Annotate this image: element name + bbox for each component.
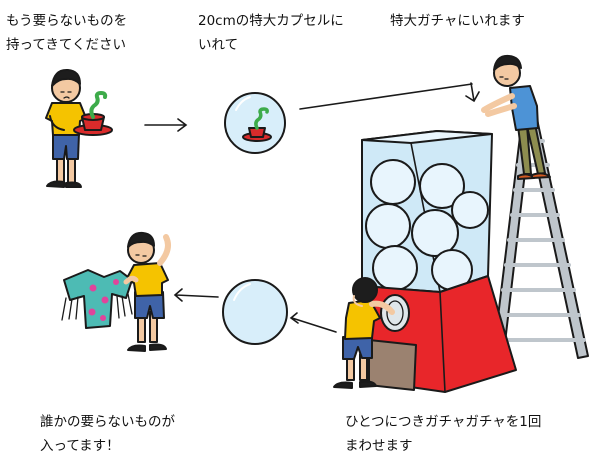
arrow-left-lower — [289, 312, 337, 333]
boy-with-garment — [61, 231, 171, 352]
caption-line: 特大ガチャにいれます — [390, 13, 525, 29]
caption-step-get-someone-item: 誰かの要らないものが 入ってます！ — [40, 410, 175, 458]
caption-step-put-in-capsule: 20cmの特大カプセルに いれて — [198, 9, 344, 57]
worker-on-ladder — [481, 54, 551, 180]
caption-line: まわせます — [345, 438, 413, 454]
boy-turning-handle — [333, 277, 395, 389]
caption-line: 入ってます！ — [40, 438, 120, 454]
caption-step-turn-gacha: ひとつにつきガチャガチャを1回 まわせます — [345, 410, 541, 458]
caption-line: 20cmの特大カプセルに — [198, 13, 344, 29]
arrow-to-worker — [299, 82, 480, 110]
caption-step-bring-item: もう要らないものを 持ってきてください — [6, 9, 127, 57]
arrow-left-upper — [173, 288, 219, 302]
caption-line: 持ってきてください — [6, 37, 127, 53]
caption-line: 誰かの要らないものが — [40, 414, 175, 430]
opened-capsule — [222, 279, 288, 345]
caption-step-load-gacha: 特大ガチャにいれます — [390, 9, 525, 33]
arrow-right — [144, 118, 188, 132]
caption-line: もう要らないものを — [6, 13, 128, 29]
caption-line: ひとつにつきガチャガチャを1回 — [345, 414, 542, 430]
caption-line: いれて — [198, 37, 239, 53]
giant-gacha-machine — [361, 130, 517, 393]
capsule-with-item — [224, 92, 286, 154]
boy-holding-item — [45, 68, 113, 188]
